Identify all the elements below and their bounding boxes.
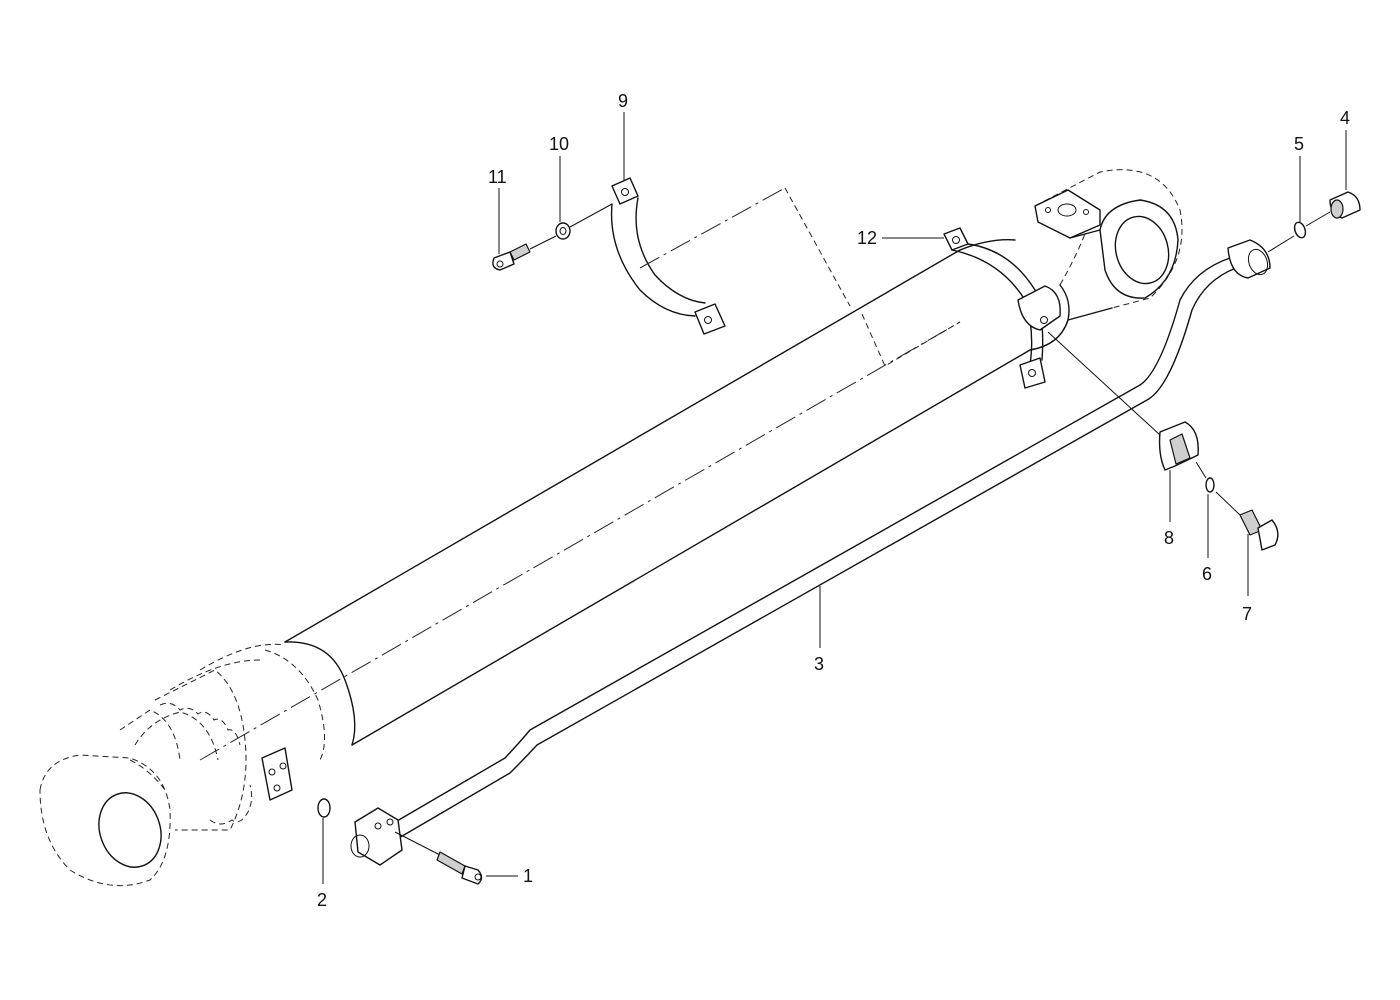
callout-label: 7 bbox=[1242, 604, 1252, 624]
plug-4 bbox=[1329, 191, 1361, 219]
o-ring-5 bbox=[1293, 221, 1307, 239]
callout-1: 1 bbox=[486, 866, 533, 886]
callout-4: 4 bbox=[1340, 108, 1350, 190]
bolt-1 bbox=[394, 831, 483, 885]
bolt-7 bbox=[1239, 509, 1279, 551]
callout-11: 11 bbox=[488, 167, 507, 254]
alignment-line bbox=[784, 187, 961, 367]
pipe-assembly bbox=[350, 239, 1271, 866]
clamp-block-8 bbox=[1158, 421, 1199, 471]
washer-6 bbox=[1205, 477, 1215, 493]
leader-line bbox=[529, 235, 557, 250]
callout-label: 2 bbox=[317, 890, 327, 910]
callout-label: 6 bbox=[1202, 564, 1212, 584]
cylinder-bottom bbox=[959, 189, 1179, 351]
callout-label: 11 bbox=[488, 167, 507, 187]
callout-6: 6 bbox=[1202, 494, 1212, 584]
callout-8: 8 bbox=[1164, 470, 1174, 548]
callout-label: 3 bbox=[814, 654, 824, 674]
washer-10 bbox=[555, 222, 571, 240]
callout-label: 5 bbox=[1294, 134, 1304, 154]
o-ring-2 bbox=[317, 798, 331, 818]
callout-9: 9 bbox=[618, 91, 628, 180]
clamp-band-12 bbox=[943, 227, 1061, 389]
callout-label: 12 bbox=[857, 228, 877, 248]
head-port-flange bbox=[261, 747, 293, 801]
centerline bbox=[639, 187, 786, 269]
callout-label: 4 bbox=[1340, 108, 1350, 128]
callout-12: 12 bbox=[857, 228, 944, 248]
leader-line bbox=[1047, 331, 1161, 436]
callout-label: 8 bbox=[1164, 528, 1174, 548]
leader-line bbox=[1195, 461, 1241, 516]
callout-5: 5 bbox=[1294, 134, 1304, 222]
callout-label: 9 bbox=[618, 91, 628, 111]
callout-label: 1 bbox=[523, 866, 533, 886]
callout-10: 10 bbox=[549, 134, 569, 222]
callout-label: 10 bbox=[549, 134, 569, 154]
bolt-11 bbox=[492, 243, 531, 271]
callout-3: 3 bbox=[814, 586, 824, 674]
callout-7: 7 bbox=[1242, 534, 1252, 624]
clamp-band-9 bbox=[610, 177, 726, 335]
cylinder-head-assembly bbox=[39, 643, 286, 887]
cylinder-tube bbox=[199, 169, 1183, 761]
leader-line bbox=[569, 203, 613, 228]
leader-line bbox=[1267, 211, 1331, 253]
callout-2: 2 bbox=[317, 818, 327, 910]
